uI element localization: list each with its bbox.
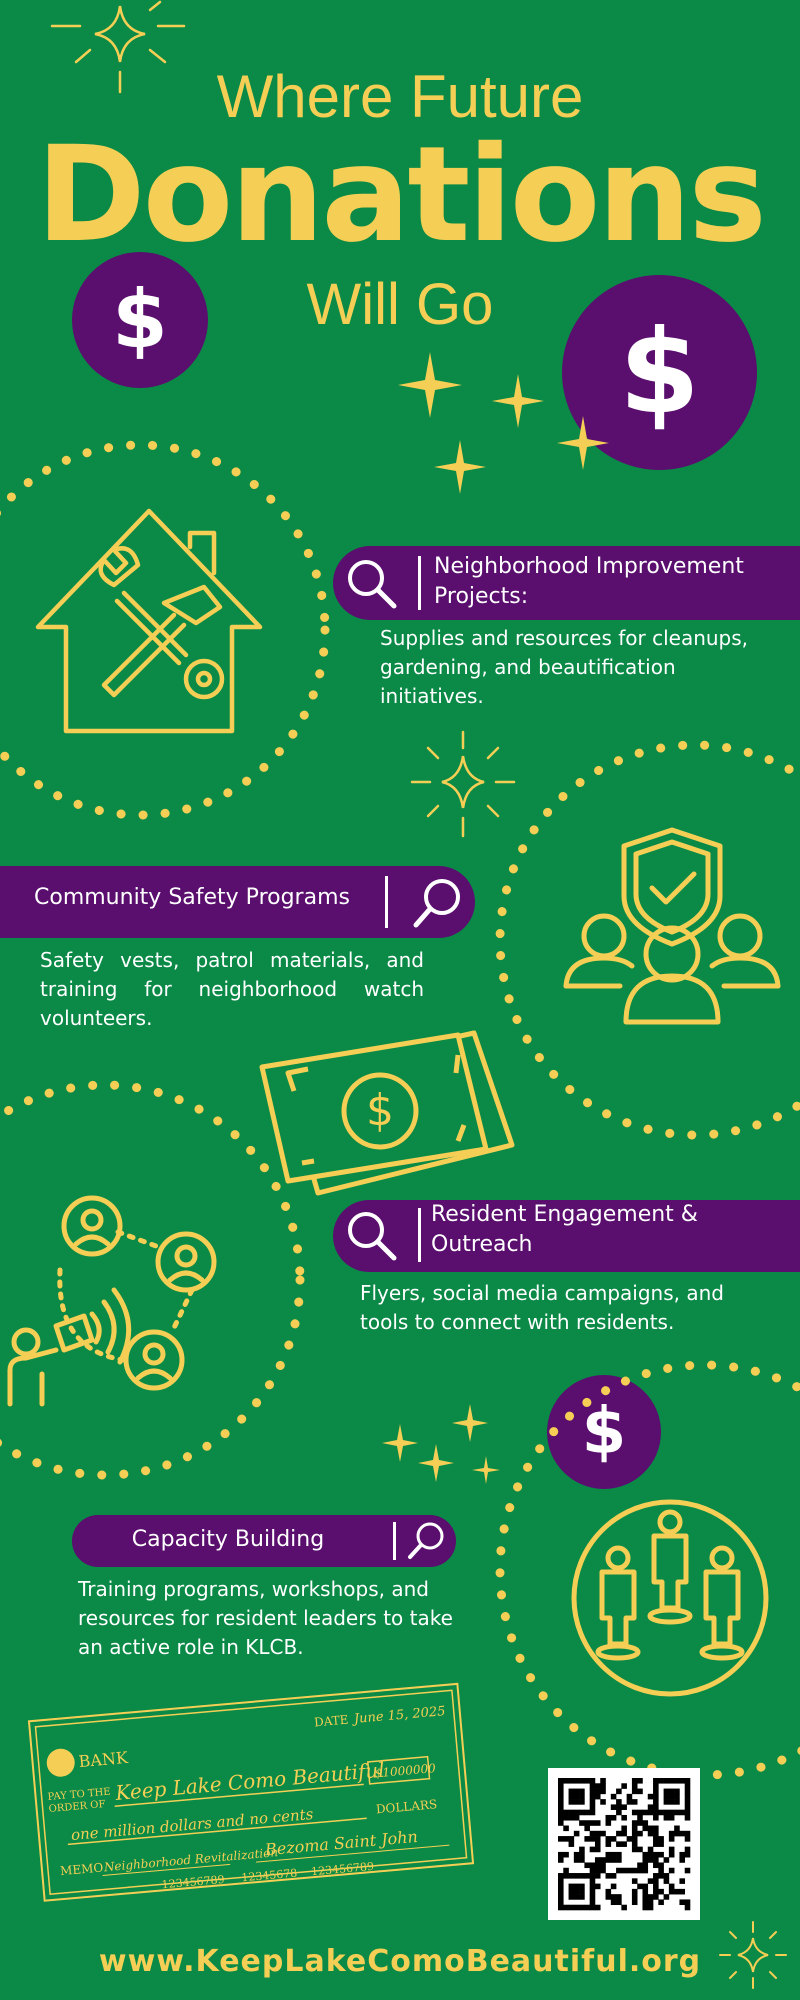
section-4-description: Training programs, workshops, and resour…: [78, 1577, 453, 1659]
check-account: 12345678: [241, 1867, 298, 1885]
title-line-3: Will Go: [306, 272, 494, 337]
check-date: June 15, 2025: [350, 1704, 446, 1727]
section-3-description: Flyers, social media campaigns, and tool…: [360, 1281, 724, 1334]
section-4-header: [72, 1515, 456, 1567]
check-bank: BANK: [78, 1748, 130, 1771]
qr-code-image: [558, 1778, 691, 1911]
donation-check: BANK DATE June 15, 2025 PAY TO THE ORDER…: [27, 1682, 475, 1902]
section-2-header: [0, 866, 475, 938]
sparkle-icon: [50, 0, 186, 94]
section-2-description: Safety vests, patrol materials, and trai…: [40, 948, 424, 1030]
divider: [393, 1522, 396, 1560]
section-3-header: [333, 1200, 800, 1272]
house-tools-icon: [35, 508, 263, 734]
section-1-header: [333, 546, 800, 620]
svg-text:$: $: [366, 1085, 394, 1136]
check-routing: 123456789: [161, 1873, 225, 1891]
dollar-coin-icon: $: [72, 252, 208, 388]
title-donations: Donations: [36, 118, 767, 272]
check-amount: $1000000: [374, 1761, 436, 1780]
megaphone-network-icon: [7, 1195, 217, 1407]
sparkles-icon: [398, 352, 609, 494]
divider: [418, 1208, 421, 1262]
qr-code[interactable]: [548, 1768, 700, 1920]
section-1-title-line-2: Projects:: [434, 584, 529, 609]
shield-group-icon: [563, 827, 781, 1025]
sparkle-icon: [719, 1921, 787, 1989]
dollar-coin-icon: $: [562, 275, 757, 470]
section-2-title: Community Safety Programs: [34, 885, 350, 910]
sparkle-icon: [410, 730, 516, 838]
section-3-title-line-2: Outreach: [431, 1232, 533, 1257]
section-4-title: Capacity Building: [131, 1527, 325, 1552]
check-pay-label-1: PAY TO THE: [47, 1787, 111, 1803]
divider: [418, 556, 421, 610]
check-dollars-label: DOLLARS: [375, 1797, 437, 1816]
section-1-title: Neighborhood Improvement Projects:: [434, 552, 794, 612]
search-icon: [408, 1522, 444, 1559]
search-icon: [413, 879, 460, 928]
money-bills-icon: $: [259, 1030, 515, 1196]
check-memo-label: MEMO: [60, 1860, 104, 1878]
divider: [385, 876, 388, 928]
section-1-description: Supplies and resources for cleanups, gar…: [380, 626, 749, 708]
check-date-label: DATE: [314, 1713, 349, 1730]
check-pay-label-2: ORDER OF: [48, 1799, 106, 1815]
section-1-title-line-1: Neighborhood Improvement: [434, 554, 744, 579]
check-payee: Keep Lake Como Beautiful: [114, 1758, 386, 1806]
website-url[interactable]: www.KeepLakeComoBeautiful.org: [98, 1944, 702, 1979]
leaders-podium-icon: [571, 1499, 769, 1697]
section-3-title-line-1: Resident Engagement &: [431, 1202, 698, 1227]
search-icon: [348, 1212, 397, 1261]
sparkles-icon: [382, 1404, 500, 1484]
search-icon: [348, 560, 397, 609]
check-number: 123456789: [311, 1860, 375, 1878]
section-3-title: Resident Engagement & Outreach: [431, 1200, 791, 1260]
title-line-1: Where Future: [216, 63, 584, 130]
